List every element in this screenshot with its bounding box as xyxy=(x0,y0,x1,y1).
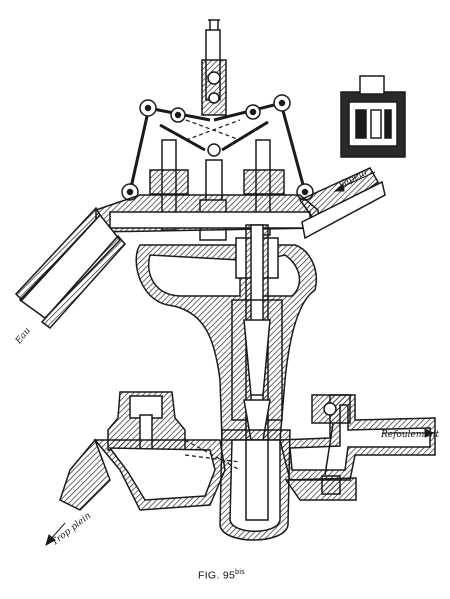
lever-pivots xyxy=(121,94,314,201)
figure-caption: FIG. 95bis xyxy=(198,569,245,582)
overflow-valve xyxy=(59,391,241,511)
main-body xyxy=(135,237,317,441)
flow-arrows xyxy=(45,171,435,547)
top-spindle xyxy=(201,19,227,116)
lever-linkage xyxy=(128,101,307,193)
base-flange xyxy=(284,477,357,501)
water-inlet-pipe xyxy=(14,206,127,330)
figure-caption-sup: bis xyxy=(235,569,245,576)
refoulement-label: Refoulement xyxy=(381,430,440,440)
upper-housing xyxy=(95,167,386,240)
figure-caption-main: FIG. 95 xyxy=(198,569,236,582)
lower-chamber xyxy=(219,429,291,541)
inset-detail xyxy=(340,75,406,158)
